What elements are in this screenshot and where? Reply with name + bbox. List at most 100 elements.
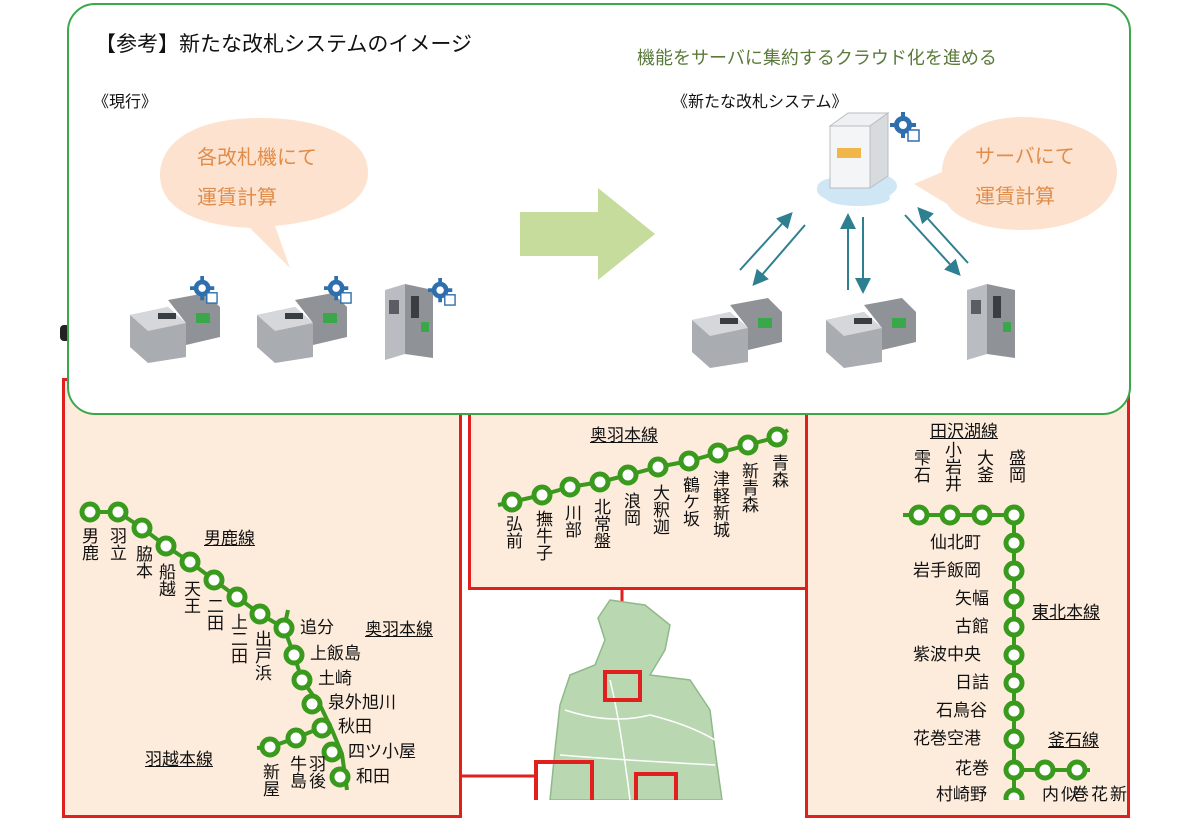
station-futada: 二田 [203, 597, 223, 631]
station-furudate: 古館 [955, 617, 989, 637]
station-hanamaki: 花巻 [955, 759, 989, 779]
station-node [1003, 759, 1025, 781]
station-node [1003, 787, 1025, 800]
akita-area-routes [79, 501, 351, 791]
station-iwate-iioka: 岩手飯岡 [913, 561, 981, 581]
station-node [617, 464, 639, 486]
station-node [501, 491, 523, 513]
station-kawabe: 川部 [561, 504, 581, 538]
ticket-gate-icon [826, 298, 916, 368]
new-system-label: 《新たな改札システム》 [672, 92, 848, 111]
ou-main-line-top-route [497, 426, 790, 513]
station-node [1003, 728, 1025, 750]
station-kami-futada: 上二田 [227, 613, 247, 664]
station-node [1003, 532, 1025, 554]
station-node [589, 471, 611, 493]
right-bubble-line-1: サーバにて [975, 144, 1075, 168]
station-nitanai: 似内 [1038, 785, 1077, 802]
ticket-gate-icon [692, 298, 782, 368]
station-node [283, 644, 305, 666]
gate-gear-icon [190, 276, 218, 304]
station-oga: 男鹿 [78, 527, 98, 561]
station-node [155, 535, 177, 557]
station-node [1066, 759, 1088, 781]
right-region-panel [805, 378, 1130, 818]
ticket-vending-machine-icon [385, 284, 433, 360]
right-bubble-line-2: 運賃計算 [975, 184, 1055, 208]
station-tenno: 天王 [180, 580, 200, 614]
station-node [531, 484, 553, 506]
card-subtitle: 機能をサーバに集約するクラウド化を進める [637, 48, 997, 69]
station-wada: 和田 [356, 767, 390, 787]
station-koiwai: 小岩井 [941, 441, 961, 492]
station-node [1003, 616, 1025, 638]
station-node [131, 517, 153, 539]
ou-main-line-left-label: 奥羽本線 [365, 620, 433, 640]
station-node [678, 450, 700, 472]
station-kami-iijima: 上飯島 [310, 644, 361, 664]
station-node [179, 551, 201, 573]
station-node [939, 504, 961, 526]
gate-gear-icon [324, 276, 352, 304]
gate-gear-icon [428, 278, 456, 306]
station-node [1003, 672, 1025, 694]
station-node [321, 741, 343, 763]
station-node [1003, 560, 1025, 582]
station-daishaka: 大釈迦 [649, 484, 669, 535]
station-node [1003, 588, 1025, 610]
left-bubble-line-2: 運賃計算 [197, 185, 277, 209]
station-node [301, 693, 323, 715]
station-hirosaki: 弘前 [502, 515, 522, 549]
current-system-label: 《現行》 [93, 92, 158, 111]
station-node [311, 717, 333, 739]
station-naiushi: 撫牛子 [532, 510, 552, 561]
station-oiwake: 追分 [300, 618, 334, 638]
station-tsuchizaki: 土崎 [318, 669, 352, 689]
uetsu-main-line-label: 羽越本線 [145, 750, 213, 770]
station-node [707, 442, 729, 464]
left-bubble-line-1: 各改札機にて [197, 145, 317, 169]
tazawako-line-label: 田沢湖線 [930, 422, 998, 442]
station-node [1003, 644, 1025, 666]
station-akita: 秋田 [338, 717, 372, 737]
station-node [1003, 700, 1025, 722]
tohoku-main-line-label: 東北本線 [1032, 603, 1100, 623]
station-node [559, 476, 581, 498]
station-hadachi: 羽立 [106, 527, 126, 561]
card-title: 【参考】新たな改札システムのイメージ [95, 32, 472, 56]
kamaishi-line-label: 釜石線 [1048, 731, 1099, 751]
station-ishidoriya: 石鳥谷 [936, 701, 987, 721]
ticket-gate-icon [257, 293, 347, 363]
station-tsurugasaka: 鶴ケ坂 [679, 476, 699, 527]
station-node [285, 727, 307, 749]
station-tsugaru-shinjo: 津軽新城 [709, 470, 729, 538]
station-kitatokiwa: 北常盤 [590, 498, 610, 549]
station-node [259, 736, 281, 758]
station-node [226, 586, 248, 608]
transition-arrow-icon [520, 188, 655, 280]
station-shiwa-chuo: 紫波中央 [913, 645, 981, 665]
station-shizukuishi: 雫石 [910, 449, 930, 483]
ticket-vending-machine-icon [967, 284, 1015, 360]
data-flow-arrows [739, 207, 969, 294]
station-ugo-ushijima: 羽後牛島 [286, 755, 325, 789]
station-funakoshi: 船越 [155, 563, 175, 597]
station-sengai-asahikawa: 泉外旭川 [328, 693, 396, 713]
station-ogama: 大釜 [973, 449, 993, 483]
station-morioka: 盛岡 [1005, 449, 1025, 483]
station-node [249, 603, 271, 625]
station-shin-aomori: 新青森 [738, 462, 758, 513]
station-yotsugoya: 四ツ小屋 [348, 742, 416, 762]
station-node [1034, 759, 1056, 781]
station-idohama: 出戸浜 [251, 630, 271, 681]
station-yahaba: 矢幅 [955, 589, 989, 609]
station-node [737, 434, 759, 456]
station-node [273, 617, 295, 639]
station-aomori: 青森 [768, 454, 788, 488]
station-node [908, 504, 930, 526]
top-region-panel [468, 390, 808, 590]
station-node [647, 456, 669, 478]
station-node [329, 766, 351, 788]
server-gear-icon [890, 112, 920, 142]
tohoku-region-map [460, 590, 723, 800]
